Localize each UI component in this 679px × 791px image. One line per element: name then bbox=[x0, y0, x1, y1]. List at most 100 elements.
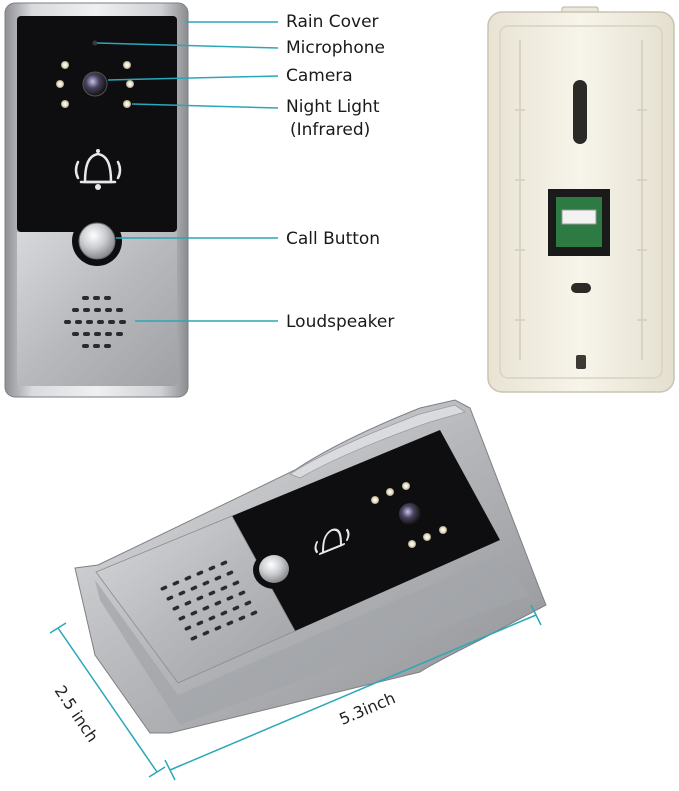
grille-slot bbox=[104, 296, 111, 300]
grille-slot bbox=[196, 620, 204, 626]
grille-slot bbox=[72, 332, 79, 336]
back-plate-ribs bbox=[515, 40, 647, 360]
dim-width-tick-top bbox=[49, 622, 67, 634]
bottom-screw bbox=[576, 355, 586, 369]
grille-slot bbox=[82, 344, 89, 348]
perspective-view bbox=[74, 399, 547, 734]
grille-slot bbox=[202, 630, 210, 636]
grille-slot bbox=[72, 308, 79, 312]
grille-slot bbox=[178, 590, 186, 596]
grille-slot bbox=[196, 570, 204, 576]
grille-slot bbox=[116, 308, 123, 312]
dim-width-tick-bottom bbox=[148, 766, 166, 778]
leader-camera bbox=[107, 75, 279, 81]
grille-slot bbox=[93, 344, 100, 348]
grille-slot bbox=[214, 600, 222, 606]
grille-slot bbox=[208, 565, 216, 571]
grille-slot bbox=[93, 296, 100, 300]
grille-slot bbox=[82, 296, 89, 300]
grille-slot bbox=[250, 610, 258, 616]
dim-length-tick-left bbox=[164, 759, 176, 781]
led bbox=[386, 488, 394, 496]
leader-night-light bbox=[131, 103, 279, 109]
led bbox=[402, 482, 410, 490]
terminal-block bbox=[561, 209, 597, 225]
label-rain-cover: Rain Cover bbox=[286, 12, 379, 32]
grille-slot bbox=[238, 615, 246, 621]
call-button bbox=[78, 222, 116, 260]
loudspeaker-grille-3d bbox=[160, 560, 258, 641]
camera-lens-3d bbox=[399, 503, 421, 525]
grille-slot bbox=[202, 580, 210, 586]
housing-top-rim bbox=[289, 404, 466, 479]
grille-slot bbox=[226, 620, 234, 626]
grille-slot bbox=[244, 600, 252, 606]
leader-lines bbox=[96, 21, 279, 322]
label-microphone: Microphone bbox=[286, 38, 385, 58]
led bbox=[123, 100, 131, 108]
dim-length-tick-right bbox=[530, 604, 542, 626]
grille-slot bbox=[178, 615, 186, 621]
grille-slot bbox=[75, 320, 82, 324]
led bbox=[126, 80, 134, 88]
dimension-lines bbox=[49, 604, 542, 781]
grille-slot bbox=[116, 332, 123, 336]
grille-slot bbox=[119, 320, 126, 324]
back-plate-inner bbox=[499, 25, 663, 379]
front-view bbox=[4, 2, 189, 398]
led bbox=[61, 100, 69, 108]
label-loudspeaker: Loudspeaker bbox=[286, 312, 395, 332]
led bbox=[423, 533, 431, 541]
grille-slot bbox=[226, 570, 234, 576]
grille-slot bbox=[166, 595, 174, 601]
housing-base-lip bbox=[95, 555, 530, 725]
grille-slot bbox=[83, 332, 90, 336]
grille-slot bbox=[190, 585, 198, 591]
label-camera: Camera bbox=[286, 66, 353, 86]
grille-slot bbox=[214, 575, 222, 581]
grille-slot bbox=[160, 585, 168, 591]
grille-slot bbox=[172, 580, 180, 586]
mounting-slot bbox=[573, 80, 587, 144]
label-night-light: Night Light bbox=[286, 97, 380, 117]
grille-slot bbox=[190, 635, 198, 641]
grille-slot bbox=[105, 332, 112, 336]
label-call-button: Call Button bbox=[286, 229, 381, 249]
grille-slot bbox=[184, 600, 192, 606]
grille-slot bbox=[184, 575, 192, 581]
microphone-hole bbox=[92, 40, 98, 46]
night-light-leds bbox=[56, 61, 134, 108]
dim-length-line bbox=[169, 614, 537, 771]
mounting-hole-lower bbox=[571, 283, 591, 293]
front-panel-silver-3d bbox=[95, 515, 296, 684]
front-panel-black-3d bbox=[232, 430, 500, 631]
grille-slot bbox=[97, 320, 104, 324]
grille-slot bbox=[94, 308, 101, 312]
led bbox=[408, 540, 416, 548]
grille-slot bbox=[208, 590, 216, 596]
loudspeaker-grille bbox=[64, 296, 126, 348]
led bbox=[439, 526, 447, 534]
call-button-3d bbox=[259, 555, 289, 583]
grille-slot bbox=[208, 615, 216, 621]
grille-slot bbox=[64, 320, 71, 324]
grille-slot bbox=[184, 625, 192, 631]
leader-microphone bbox=[96, 42, 279, 49]
back-plate-view bbox=[487, 6, 675, 393]
grille-slot bbox=[104, 344, 111, 348]
bell-ringing-icon-3d bbox=[314, 528, 350, 555]
grille-slot bbox=[226, 595, 234, 601]
led bbox=[371, 496, 379, 504]
night-light-leds-3d bbox=[371, 482, 447, 548]
grille-slot bbox=[232, 605, 240, 611]
dim-width-line bbox=[57, 627, 158, 773]
front-panel-black bbox=[17, 16, 177, 232]
grille-slot bbox=[94, 332, 101, 336]
grille-slot bbox=[190, 610, 198, 616]
grille-slot bbox=[220, 560, 228, 566]
grille-slot bbox=[214, 625, 222, 631]
grille-slot bbox=[220, 610, 228, 616]
led bbox=[56, 80, 64, 88]
grille-slot bbox=[220, 585, 228, 591]
